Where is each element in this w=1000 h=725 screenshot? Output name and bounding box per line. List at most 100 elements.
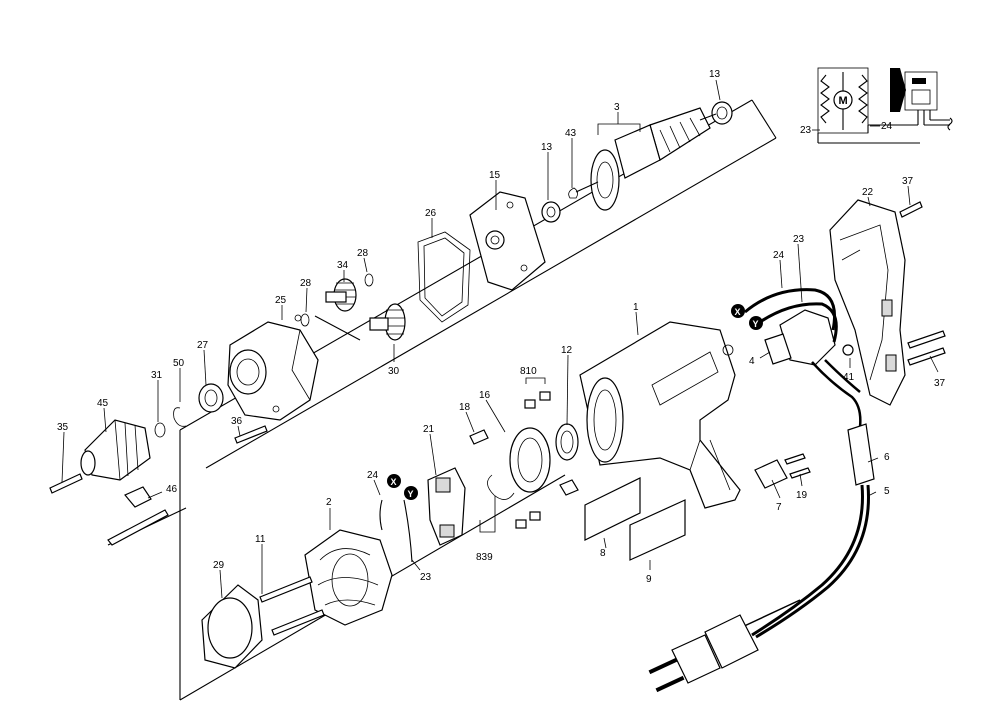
wire-marker-y-left (404, 486, 418, 500)
callout-810: 810 (520, 366, 537, 377)
callout-35: 35 (57, 422, 69, 433)
cord-clamp-7 (754, 459, 788, 489)
retaining-ring-50 (173, 407, 187, 427)
brush-holder-group (427, 391, 579, 546)
callout-22: 22 (862, 187, 874, 198)
label-9 (629, 499, 686, 561)
screw-36 (234, 425, 268, 444)
screw-37 (907, 330, 946, 349)
baffle-12 (555, 423, 579, 461)
wire-marker-x-left (387, 474, 401, 488)
washer-28 (300, 313, 310, 327)
callout-9: 9 (646, 574, 652, 585)
callout-3: 3 (614, 102, 620, 113)
lead-23 (403, 499, 413, 563)
callout-30: 30 (388, 366, 400, 377)
bearing-plate-group (417, 191, 546, 323)
callout-46: 46 (166, 484, 178, 495)
washer-31 (154, 422, 166, 438)
motor-symbol-label: M (839, 95, 848, 107)
lead-24 (379, 499, 383, 531)
callout-839: 839 (476, 552, 493, 563)
callout-24-schematic: 24 (881, 121, 893, 132)
callout-29: 29 (213, 560, 225, 571)
callout-15: 15 (489, 170, 501, 181)
gear-housing-25 (227, 314, 319, 421)
callout-18: 18 (459, 402, 471, 413)
callout-37-top: 37 (902, 176, 914, 187)
armature-windings (649, 107, 711, 161)
wire-marker-y-left-label: Y (408, 489, 414, 499)
armature-gear (590, 149, 620, 211)
handle-group (744, 199, 946, 428)
callout-37: 37 (934, 378, 946, 389)
callout-45: 45 (97, 398, 109, 409)
wire-marker-x-right-label: X (735, 307, 741, 317)
strain-relief-6 (847, 423, 875, 486)
screw-35 (49, 473, 83, 494)
gear-train (300, 273, 406, 341)
commutator (614, 124, 661, 179)
bearing-27 (198, 383, 224, 413)
brush-holder-16 (509, 427, 551, 493)
armature-group (541, 101, 733, 223)
callout-24-switch: 24 (773, 250, 785, 261)
wire-marker-x-left-label: X (391, 477, 397, 487)
bearing-13-top (711, 101, 733, 125)
callout-24: 24 (367, 470, 379, 481)
callout-2: 2 (326, 497, 332, 508)
cord-and-plug (648, 423, 875, 693)
callout-26: 26 (425, 208, 437, 219)
wiring-schematic: M (817, 67, 953, 144)
callout-43: 43 (565, 128, 577, 139)
callout-23: 23 (420, 572, 432, 583)
callout-4: 4 (749, 356, 755, 367)
callout-21: 21 (423, 424, 435, 435)
trigger-4 (764, 333, 792, 365)
callout-8: 8 (600, 548, 606, 559)
field-assembly (201, 499, 413, 669)
callout-41: 41 (843, 372, 855, 383)
callout-16: 16 (479, 390, 491, 401)
callout-28-top: 28 (357, 248, 369, 259)
callout-50: 50 (173, 358, 185, 369)
brush-18 (469, 429, 489, 445)
screw-19 (784, 453, 806, 465)
callout-13-top: 13 (709, 69, 721, 80)
callout-5: 5 (884, 486, 890, 497)
callout-34: 34 (337, 260, 349, 271)
wire-markers: X Y X Y (387, 304, 763, 500)
washer-28-top (364, 273, 374, 287)
clip-43 (568, 187, 578, 199)
callout-19: 19 (796, 490, 808, 501)
screw-37-top (899, 201, 923, 218)
wire-marker-y-right (749, 316, 763, 330)
callout-7: 7 (776, 502, 782, 513)
callout-23-switch: 23 (793, 234, 805, 245)
callout-28: 28 (300, 278, 312, 289)
screw-11 (259, 576, 313, 603)
chuck-key-46 (107, 509, 169, 546)
callout-27: 27 (197, 340, 209, 351)
callout-12: 12 (561, 345, 573, 356)
callout-23-schematic: 23 (800, 125, 812, 136)
leader-lines (61, 79, 939, 599)
switch-23 (779, 309, 836, 366)
callout-6: 6 (884, 452, 890, 463)
callout-25: 25 (275, 295, 287, 306)
plug (704, 614, 759, 669)
labels (584, 477, 686, 561)
spindle-parts (49, 383, 268, 546)
gasket-26 (417, 231, 471, 323)
callout-31: 31 (151, 370, 163, 381)
wire-marker-y-right-label: Y (753, 319, 759, 329)
pin-41 (842, 344, 854, 356)
wire-marker-x-right (731, 304, 745, 318)
callout-1: 1 (633, 302, 639, 313)
callout-numbers: 13 3 43 13 15 26 28 34 28 25 30 27 50 31… (57, 69, 946, 585)
bearing-13 (541, 201, 561, 223)
handle-22 (829, 199, 906, 406)
callout-11: 11 (255, 534, 266, 545)
callout-36: 36 (231, 416, 243, 427)
